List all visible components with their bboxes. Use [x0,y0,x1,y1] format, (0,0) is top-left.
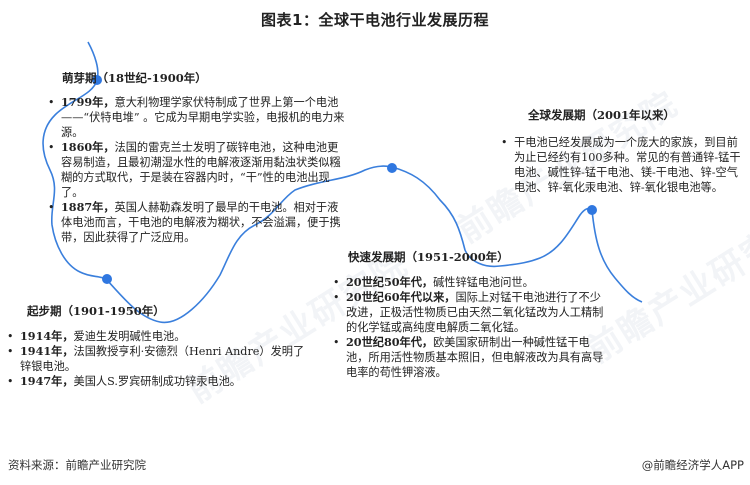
chart-title: 图表1：全球干电池行业发展历程 [261,11,489,29]
stage-item: 1941年，法国教授亨利·安德烈（Henri Andre）发明了锌银电池。 [6,344,311,374]
stage-sprout: 萌芽期（18世纪-1900年） 1799年，意大利物理学家伏特制成了世界上第一个… [47,70,347,245]
stage-item: 1799年，意大利物理学家伏特制成了世界上第一个电池——“伏特电堆” 。它成为早… [47,95,347,140]
credit-note: @前瞻经济学人APP [641,458,744,472]
stage-start: 起步期（1901-1950年） 1914年，爱迪生发明碱性电池。 1941年，法… [6,303,311,389]
stage-rapid: 快速发展期（1951-2000年） 20世纪50年代，碱性锌锰电池问世。 20世… [332,249,612,380]
stage-heading: 快速发展期（1951-2000年） [348,250,509,264]
stage-item: 20世纪50年代，碱性锌锰电池问世。 [332,275,612,290]
stage-item: 20世纪80年代，欧美国家研制出一种碱性锰干电池，所用活性物质基本照旧，但电解液… [332,335,612,380]
source-note: 资料来源：前瞻产业研究院 [8,458,146,472]
stage-item: 1860年，法国的雷克兰士发明了碳锌电池，这种电池更容易制造，且最初潮湿水性的电… [47,140,347,200]
stage-heading: 起步期（1901-1950年） [27,304,165,318]
stage-item: 1887年，英国人赫勒森发明了最早的干电池。相对于液体电池而言，干电池的电解液为… [47,200,347,245]
stage-heading: 萌芽期（18世纪-1900年） [62,71,207,85]
stage-global: 全球发展期（2001年以来） 干电池已经发展成为一个庞大的家族，到目前为止已经约… [500,107,745,195]
stage-item: 20世纪60年代以来，国际上对锰干电池进行了不少改进，正极活性物质已由天然二氧化… [332,290,612,335]
stage-item: 1947年，美国人S.罗宾研制成功锌汞电池。 [6,374,311,389]
stage-item: 干电池已经发展成为一个庞大的家族，到目前为止已经约有100多种。常见的有普通锌-… [500,135,745,195]
timeline-dot [92,75,102,85]
timeline-dot [587,205,597,215]
timeline-dot [102,274,112,284]
stage-heading: 全球发展期（2001年以来） [528,108,676,122]
stage-item: 1914年，爱迪生发明碱性电池。 [6,329,311,344]
timeline-dot [387,163,397,173]
